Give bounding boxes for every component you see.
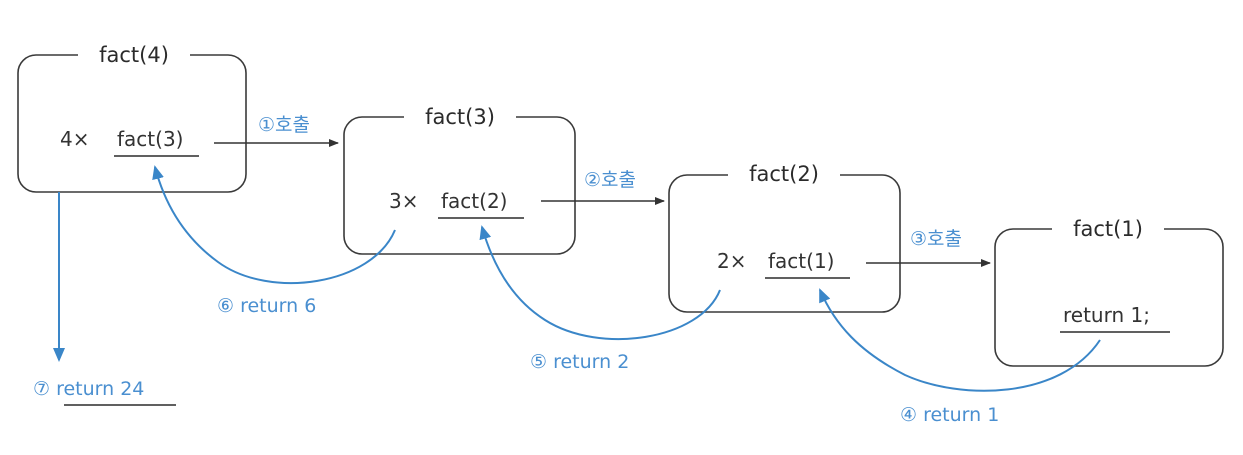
- call-arrows: ①호출 ②호출 ③호출: [214, 114, 991, 267]
- frame-multiplier: 3×: [389, 189, 418, 213]
- frame-fact-1: fact(1) return 1;: [994, 213, 1224, 367]
- return-arrows: ④ return 1 ⑤ return 2 ⑥ return 6 ⑦ retur…: [33, 165, 1101, 426]
- frame-title: fact(2): [749, 162, 819, 186]
- return-arrow-1: [819, 288, 1101, 392]
- frame-multiplier: 2×: [717, 249, 746, 273]
- return-arrow-2: [479, 225, 721, 340]
- frame-title: fact(3): [425, 105, 495, 129]
- frame-box: [17, 54, 247, 193]
- frame-box: [994, 228, 1224, 367]
- frame-call-expression: fact(1): [768, 249, 834, 273]
- call-label-1: ①호출: [258, 114, 310, 136]
- return-label-4: ⑦ return 24: [33, 378, 144, 400]
- frame-fact-4: fact(4) 4× fact(3): [17, 40, 247, 193]
- frame-multiplier: 4×: [60, 127, 89, 151]
- frame-title: fact(4): [99, 43, 169, 67]
- frame-call-expression: fact(2): [441, 189, 507, 213]
- return-arrow-3: [152, 165, 396, 285]
- frame-fact-3: fact(3) 3× fact(2): [343, 101, 576, 255]
- frame-base-expression: return 1;: [1063, 303, 1150, 327]
- return-label-2: ⑤ return 2: [530, 351, 629, 373]
- frame-fact-2: fact(2) 2× fact(1): [668, 158, 901, 313]
- call-label-3: ③호출: [910, 228, 962, 250]
- return-label-1: ④ return 1: [900, 404, 999, 426]
- frame-title: fact(1): [1073, 217, 1143, 241]
- frame-box: [668, 174, 901, 313]
- call-label-2: ②호출: [584, 169, 636, 191]
- frame-box: [343, 116, 576, 255]
- return-label-3: ⑥ return 6: [217, 295, 316, 317]
- frame-call-expression: fact(3): [117, 127, 183, 151]
